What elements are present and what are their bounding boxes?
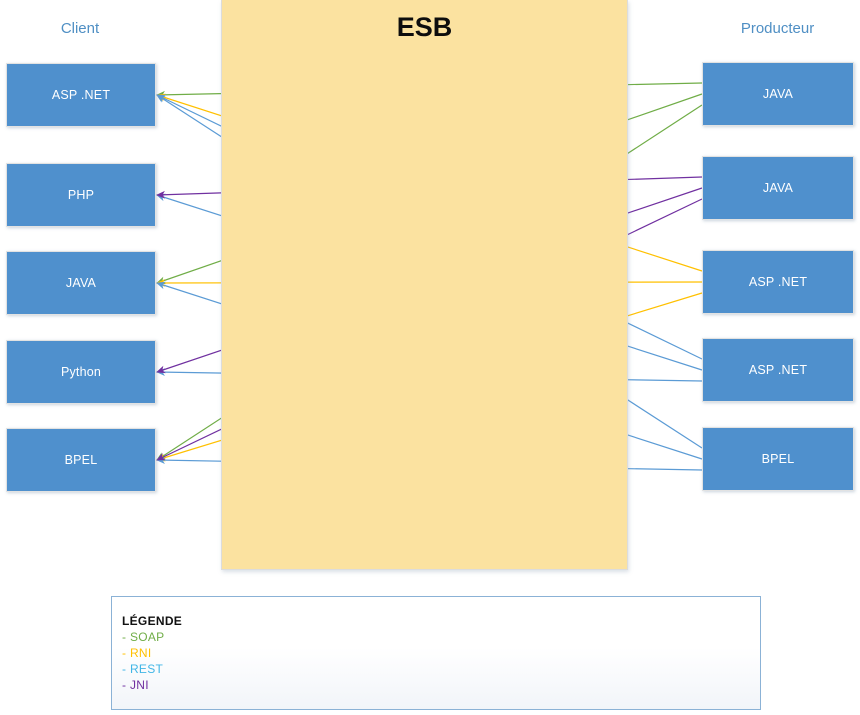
client-node-c2[interactable]: PHP (6, 163, 156, 227)
esb-panel (221, 0, 628, 570)
producteur-node-p1[interactable]: JAVA (702, 62, 854, 126)
legend-item-soap: - SOAP (122, 629, 182, 645)
node-label: JAVA (762, 181, 794, 195)
client-node-c5[interactable]: BPEL (6, 428, 156, 492)
producteur-node-p2[interactable]: JAVA (702, 156, 854, 220)
legend-item-rni: - RNI (122, 645, 182, 661)
legend-content: LÉGENDE - SOAP- RNI- REST- JNI (122, 613, 182, 693)
client-node-c3[interactable]: JAVA (6, 251, 156, 315)
node-label: JAVA (65, 276, 97, 290)
legend-label: RNI (129, 646, 152, 660)
node-label: BPEL (761, 452, 795, 466)
producteur-node-p5[interactable]: BPEL (702, 427, 854, 491)
producteur-node-p3[interactable]: ASP .NET (702, 250, 854, 314)
node-label: ASP .NET (748, 363, 808, 377)
legend-item-jni: - JNI (122, 677, 182, 693)
producteur-node-p4[interactable]: ASP .NET (702, 338, 854, 402)
node-label: BPEL (64, 453, 98, 467)
legend-dash: - (122, 662, 130, 676)
node-label: Python (60, 365, 102, 379)
legend-dash: - (122, 630, 130, 644)
legend-box (111, 596, 761, 710)
node-label: JAVA (762, 87, 794, 101)
node-label: ASP .NET (51, 88, 111, 102)
legend-label: JNI (129, 678, 149, 692)
legend-title: LÉGENDE (122, 614, 183, 628)
node-label: ASP .NET (748, 275, 808, 289)
client-node-c1[interactable]: ASP .NET (6, 63, 156, 127)
legend-item-rest: - REST (122, 661, 182, 677)
legend-label: REST (129, 662, 164, 676)
legend-dash: - (122, 678, 130, 692)
legend-label: SOAP (129, 630, 165, 644)
legend-dash: - (122, 646, 130, 660)
legend-items: - SOAP- RNI- REST- JNI (122, 629, 182, 693)
esb-title: ESB (396, 12, 453, 42)
client-node-c4[interactable]: Python (6, 340, 156, 404)
node-label: PHP (67, 188, 95, 202)
producteur-column-title: Producteur (740, 20, 815, 37)
client-column-title: Client (60, 20, 100, 37)
